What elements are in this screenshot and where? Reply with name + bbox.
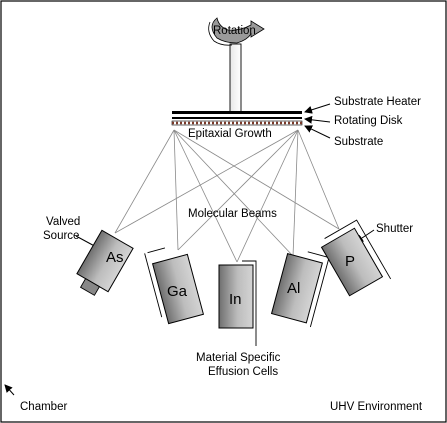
substrate-label: Substrate (334, 136, 383, 148)
chamber-arrow (4, 384, 15, 396)
rotating-disk-arrow (304, 115, 331, 124)
cell-label-p: P (345, 253, 355, 270)
cell-label-ga: Ga (167, 283, 188, 300)
cell-label-al: Al (287, 280, 300, 297)
epitaxial-growth-label: Epitaxial Growth (188, 128, 272, 140)
effusion-cell-al (270, 251, 330, 328)
valved-source-label-line2: Source (43, 230, 79, 242)
molecular-beams-label: Molecular Beams (188, 208, 277, 220)
rotation-arrow-icon (208, 17, 265, 46)
effusion-cell-ga (144, 247, 205, 325)
substrate-heater-arrow (304, 103, 331, 114)
rotating-disk (172, 117, 302, 119)
shutter-label: Shutter (376, 223, 413, 235)
effusion-cell-in (218, 260, 257, 346)
cell-label-as: As (106, 249, 124, 266)
effusion-cell-as (76, 229, 134, 296)
rotating-disk-label: Rotating Disk (334, 115, 403, 127)
effusion-cells-label-line1: Material Specific (196, 352, 281, 364)
rotation-shaft (229, 43, 242, 113)
substrate-arrow (304, 125, 331, 139)
substrate-heater-label: Substrate Heater (334, 96, 421, 108)
rotation-label: Rotation (213, 25, 256, 37)
chamber-label: Chamber (20, 401, 67, 413)
effusion-cell-p (320, 219, 392, 297)
substrate-heater (172, 111, 302, 114)
substrate-layer (171, 120, 303, 126)
uhv-environment-label: UHV Environment (330, 401, 423, 413)
cell-label-in: In (229, 291, 242, 308)
effusion-cells-label-line2: Effusion Cells (208, 366, 278, 378)
valved-source-label-line1: Valved (46, 216, 80, 228)
molecular-beam-lines (114, 129, 340, 263)
